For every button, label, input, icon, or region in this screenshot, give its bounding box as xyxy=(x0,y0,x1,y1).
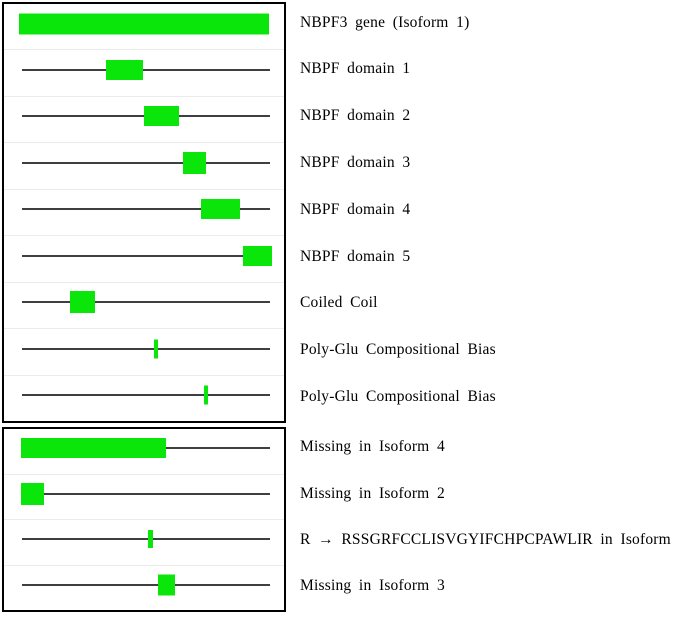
feature-row xyxy=(4,564,284,610)
feature-label-cell: NBPF domain 4 xyxy=(300,189,672,236)
feature-row xyxy=(4,235,284,282)
feature-label-cell: R → RSSGRFCCLISVGYIFCHPCPAWLIR in Isofor… xyxy=(300,520,676,566)
feature-label-cell: NBPF3 gene (Isoform 1) xyxy=(300,2,672,49)
feature-label-cell: Poly-Glu Compositional Bias xyxy=(300,329,672,376)
feature-label: Coiled Coil xyxy=(300,294,378,312)
isoform-differences-labels: Missing in Isoform 4 Missing in Isoform 2… xyxy=(300,427,676,612)
feature-label: Poly-Glu Compositional Bias xyxy=(300,387,496,405)
feature-box xyxy=(21,482,44,505)
feature-row xyxy=(4,374,284,421)
track-line xyxy=(22,254,270,257)
feature-label: Missing in Isoform 2 xyxy=(300,484,445,502)
feature-box xyxy=(70,291,95,314)
feature-tick xyxy=(148,530,153,549)
feature-label: R → RSSGRFCCLISVGYIFCHPCPAWLIR in Isofor… xyxy=(300,530,676,548)
feature-tick xyxy=(154,339,158,359)
track-line xyxy=(22,583,270,586)
isoform-differences-panel xyxy=(2,427,286,612)
feature-row xyxy=(4,95,284,143)
track-line xyxy=(22,538,270,541)
feature-row xyxy=(4,4,284,50)
main-features-labels: NBPF3 gene (Isoform 1) NBPF domain 1 NBPF … xyxy=(300,2,672,423)
feature-label: NBPF domain 1 xyxy=(300,60,411,78)
feature-row xyxy=(4,328,284,375)
track-line xyxy=(22,492,270,495)
track-line xyxy=(22,161,270,164)
feature-label-cell: Poly-Glu Compositional Bias xyxy=(300,376,672,423)
feature-box xyxy=(144,106,179,127)
feature-label: NBPF domain 3 xyxy=(300,153,411,171)
feature-box xyxy=(183,151,206,174)
track-line xyxy=(22,68,270,71)
feature-label-cell: Coiled Coil xyxy=(300,283,672,330)
feature-row xyxy=(4,519,284,565)
feature-label-cell: NBPF domain 3 xyxy=(300,142,672,189)
feature-label: Missing in Isoform 4 xyxy=(300,438,445,456)
feature-label-cell: NBPF domain 1 xyxy=(300,49,672,96)
feature-box xyxy=(158,574,175,596)
main-features-panel xyxy=(2,2,286,423)
feature-label: NBPF3 gene (Isoform 1) xyxy=(300,13,470,31)
track-line xyxy=(22,347,270,350)
feature-label-cell: NBPF domain 5 xyxy=(300,236,672,283)
feature-label: Poly-Glu Compositional Bias xyxy=(300,341,496,359)
feature-tick xyxy=(204,385,208,405)
track-line xyxy=(22,394,270,397)
feature-label-cell: NBPF domain 2 xyxy=(300,96,672,143)
feature-bar xyxy=(21,438,166,459)
feature-label-cell: Missing in Isoform 4 xyxy=(300,427,672,473)
feature-box xyxy=(106,59,143,80)
feature-label: NBPF domain 5 xyxy=(300,247,411,265)
feature-box xyxy=(201,199,240,220)
feature-label-cell: Missing in Isoform 3 xyxy=(300,566,672,612)
feature-row xyxy=(4,188,284,236)
feature-box xyxy=(243,245,272,266)
feature-row xyxy=(4,473,284,519)
feature-label-cell: Missing in Isoform 2 xyxy=(300,473,672,519)
track-line xyxy=(22,208,270,211)
feature-label: NBPF domain 4 xyxy=(300,200,411,218)
feature-label: Missing in Isoform 3 xyxy=(300,577,445,595)
feature-bar xyxy=(19,13,269,35)
feature-row xyxy=(4,429,284,474)
feature-label: NBPF domain 2 xyxy=(300,107,411,125)
feature-row xyxy=(4,142,284,189)
track-line xyxy=(22,301,270,304)
feature-row xyxy=(4,49,284,96)
feature-row xyxy=(4,281,284,329)
